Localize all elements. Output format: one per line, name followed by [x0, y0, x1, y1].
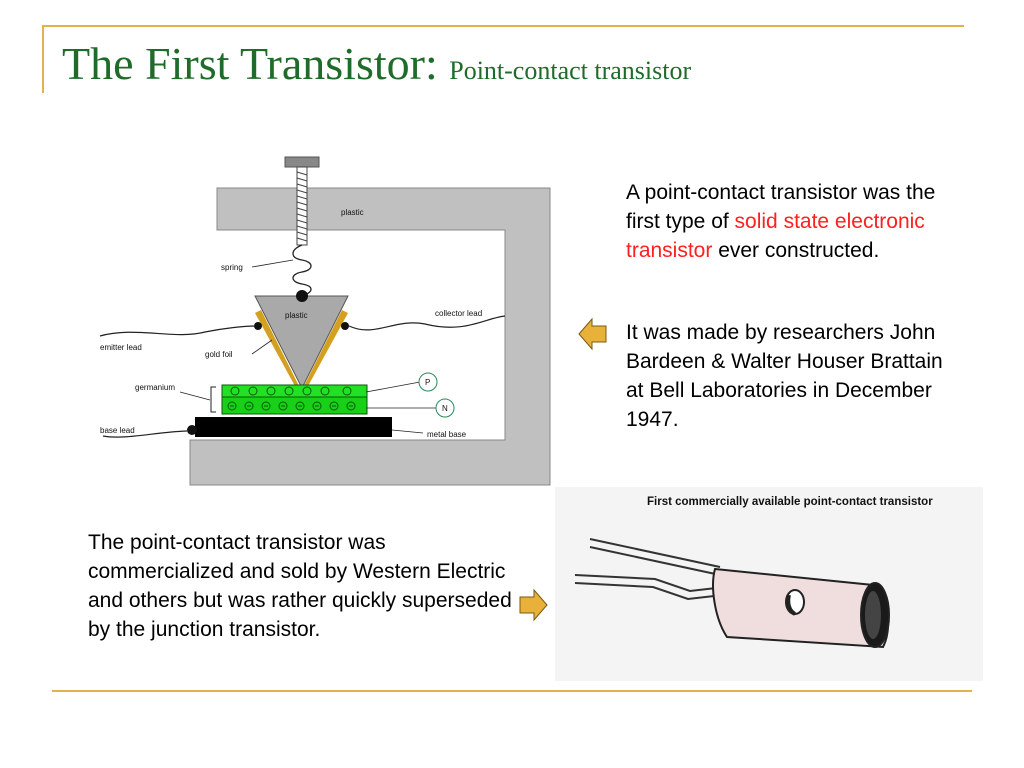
base-contact	[187, 425, 197, 435]
emitter-contact	[254, 322, 262, 330]
transistor-lead-upper-2	[589, 546, 721, 576]
germanium-n-layer	[221, 396, 368, 415]
arrow-right-icon	[519, 588, 548, 622]
wedge-knob	[296, 290, 308, 302]
label-base-lead: base lead	[100, 426, 135, 435]
collector-lead-wire	[348, 315, 506, 331]
label-metal-base: metal base	[427, 430, 467, 439]
emitter-lead-wire	[99, 325, 256, 337]
label-spring: spring	[221, 263, 243, 272]
label-germanium: germanium	[135, 383, 175, 392]
intro-text-start: A point-contact transistor was the first…	[626, 181, 936, 233]
screw-head	[284, 156, 320, 168]
title-main: The First Transistor:	[62, 38, 438, 89]
gold-foil-right	[303, 310, 348, 388]
top-rule	[42, 25, 964, 27]
plastic-frame	[189, 187, 551, 486]
title-subtitle: Point-contact transistor	[449, 56, 692, 85]
slide-title: The First Transistor: Point-contact tran…	[62, 36, 691, 99]
label-plastic-top: plastic	[341, 208, 364, 217]
collector-contact	[341, 322, 349, 330]
bottom-rule	[52, 690, 972, 692]
left-rule	[42, 25, 44, 93]
label-gold-foil: gold foil	[205, 350, 233, 359]
commercial-paragraph: The point-contact transistor was commerc…	[88, 531, 512, 641]
transistor-lead-upper	[589, 538, 721, 568]
transistor-hole-shade	[786, 594, 797, 616]
label-n: N	[442, 404, 448, 413]
metal-base	[195, 417, 392, 437]
base-lead-wire	[102, 430, 188, 438]
label-collector-lead: collector lead	[435, 309, 482, 318]
transistor-lead-lower-2	[574, 582, 724, 601]
inventors-paragraph: It was made by researchers John Bardeen …	[626, 321, 943, 431]
gold-foil-left	[255, 310, 300, 388]
n-type-marker	[435, 398, 455, 418]
intro-paragraph: A point-contact transistor was the first…	[626, 178, 966, 265]
transistor-end-inner	[865, 591, 881, 639]
spring	[292, 244, 312, 297]
label-p: P	[425, 378, 430, 387]
label-plastic-wedge: plastic	[285, 311, 308, 320]
photo-caption: First commercially available point-conta…	[647, 496, 933, 508]
intro-highlight: solid state electronic transistor	[626, 210, 925, 262]
transistor-lead-lower	[574, 574, 726, 593]
arrow-left-icon	[578, 317, 607, 351]
transistor-diagram: plastic spring plastic collector lead em…	[99, 156, 551, 486]
germanium-p-layer	[221, 384, 368, 398]
commercial-transistor-image: First commercially available point-conta…	[555, 487, 983, 681]
germanium-bracket	[210, 386, 216, 413]
intro-text-end: ever constructed.	[712, 239, 880, 262]
label-emitter-lead: emitter lead	[100, 343, 142, 352]
p-type-marker	[418, 372, 438, 392]
